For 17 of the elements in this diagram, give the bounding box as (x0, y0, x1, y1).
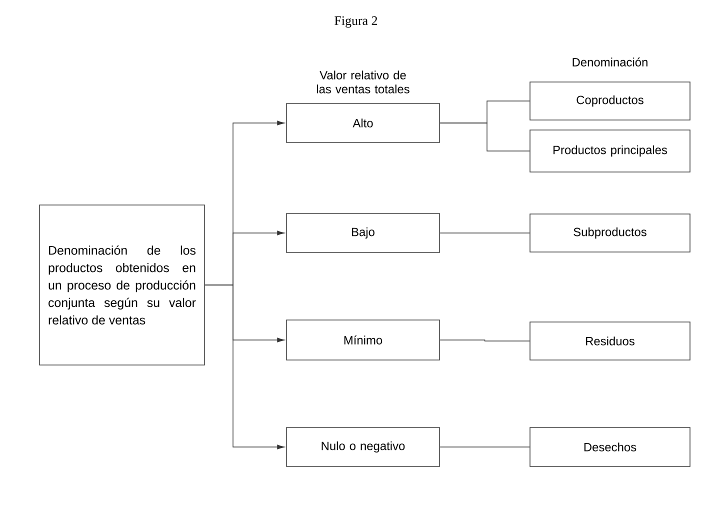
arrow (204, 284, 285, 450)
description-box: Denominación de los productos obtenidos en un proceso de producción conjunta según su valor relativo de ventas (39, 204, 205, 366)
category-box: Mínimo (286, 320, 440, 360)
category-box: Subproductos (530, 214, 690, 252)
connector-line (440, 122, 530, 152)
category-box: Productos principales (530, 130, 690, 172)
category-box: Alto (286, 103, 440, 143)
category-box: Residuos (530, 322, 690, 360)
connector-line (440, 446, 530, 448)
category-box: Coproductos (530, 82, 690, 120)
category-box: Nulo o negativo (286, 427, 440, 467)
figure-title: Figura 2 (334, 16, 378, 28)
category-box: Desechos (530, 427, 690, 467)
connector-line (440, 232, 530, 234)
connector-line (440, 340, 530, 342)
category-box: Bajo (286, 213, 440, 253)
column-header: Denominación (572, 58, 648, 66)
